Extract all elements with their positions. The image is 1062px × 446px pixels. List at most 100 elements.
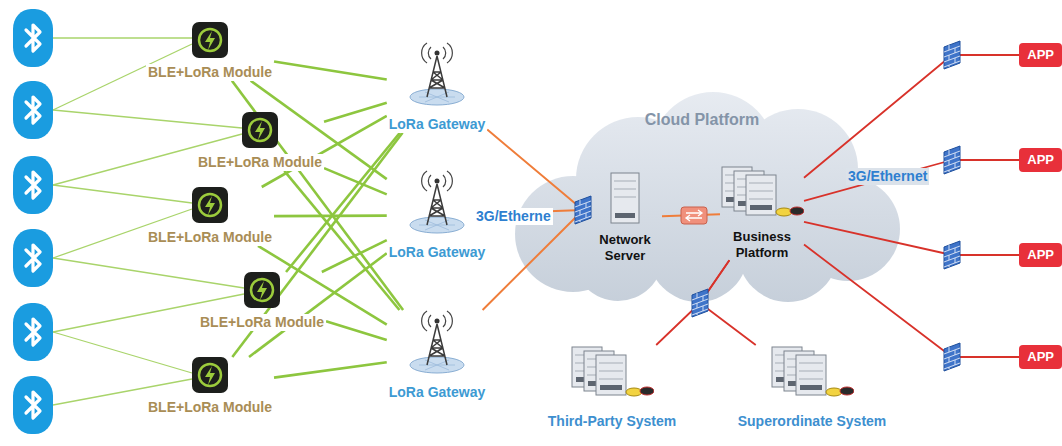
node-label: APP: [1027, 47, 1054, 63]
rack-unit: [611, 173, 639, 223]
system-box: Superordinate System: [736, 345, 889, 430]
switch-icon-part: [686, 210, 702, 221]
module-icon: [192, 22, 228, 58]
connector-line: [274, 62, 387, 80]
app-box: APP: [1019, 148, 1062, 172]
rack-unit-part: [750, 205, 772, 210]
bluetooth-icons-part: [13, 303, 53, 361]
app-box: APP: [1019, 345, 1062, 369]
module-icon-part: [255, 121, 265, 140]
node-label: LoRa Gateway: [387, 384, 487, 401]
link-label: 3G/Ethernet: [846, 168, 929, 185]
bluetooth-icons-part: [13, 229, 53, 287]
node-label: LoRa Gateway: [387, 244, 487, 261]
module-icon: [242, 112, 278, 148]
node-label: Business Platform: [725, 229, 799, 260]
rack-unit: [596, 355, 626, 395]
ble-wires-part: [53, 332, 192, 373]
module-icon-part: [205, 31, 215, 50]
gateway-icon: [407, 170, 467, 234]
module-icon-part: [205, 196, 215, 215]
gateway-icon-part: [422, 311, 453, 331]
system-box: Third-Party System: [546, 345, 678, 430]
app-box: APP: [1019, 243, 1062, 267]
node-label: APP: [1027, 152, 1054, 168]
module-icon-part: [242, 112, 278, 148]
rack-unit: [796, 355, 826, 395]
firewall-icons: [575, 41, 960, 371]
ble-wires: [53, 38, 244, 405]
rack-unit-part: [614, 189, 636, 190]
switch-icon-part: [681, 207, 707, 224]
bluetooth-icons-part: [13, 376, 53, 434]
node-label: BLE+LoRa Module: [196, 154, 324, 171]
rack-unit-part: [599, 371, 623, 372]
module-icon: [192, 187, 228, 223]
gateway-icon-part: [422, 171, 453, 191]
gateway-icon-part: [419, 360, 455, 370]
rack-unit-part: [599, 363, 623, 364]
connector-line: [284, 171, 399, 310]
rack-unit-part: [800, 385, 822, 390]
node-label: BLE+LoRa Module: [146, 399, 274, 416]
connector-line: [274, 362, 387, 377]
module-icon-part: [249, 119, 271, 141]
rack-unit-part: [799, 363, 823, 364]
node-label: Third-Party System: [546, 413, 678, 430]
node-label: Superordinate System: [736, 413, 889, 430]
gateway-icon-part: [419, 220, 455, 230]
gateway-icon: [407, 310, 467, 374]
connector-line: [324, 103, 387, 122]
gateway-icon-part: [427, 184, 447, 225]
gateway-icon: [407, 42, 467, 106]
node-label: Cloud Platform: [498, 110, 906, 129]
gateway-tower: LoRa Gateway: [387, 42, 487, 133]
firewall-icons-part: [944, 241, 960, 269]
module-icon-part: [251, 279, 273, 301]
bluetooth-icons-part: [13, 9, 53, 67]
gateway-icon-part: [410, 217, 464, 233]
gateway-icon-part: [410, 89, 464, 105]
ble-wires-part: [53, 185, 192, 203]
bluetooth-icons-part: [13, 81, 53, 139]
platform-icon-part: [776, 208, 792, 216]
server-box: Network Server: [588, 172, 662, 263]
connector-line: [232, 81, 403, 310]
rack-unit-part: [796, 355, 826, 395]
gateway-icon-part: [434, 319, 439, 324]
system-icon: [570, 345, 654, 401]
platform-box: Business Platform: [720, 165, 804, 260]
system-icon: [770, 345, 854, 401]
cloud-region: Network Server Business Platform Cloud Pla…: [498, 84, 906, 304]
firewall-icons-part: [944, 343, 960, 371]
gateway-tower: LoRa Gateway: [387, 310, 487, 401]
radio-module: BLE+LoRa Module: [196, 112, 324, 171]
rack-unit-part: [599, 379, 623, 380]
module-icon-part: [199, 364, 221, 386]
firewall-icons-part: [944, 146, 960, 174]
platform-icon-part: [790, 207, 804, 215]
gateway-icon-part: [419, 92, 455, 102]
link-label: 3G/Etherne: [474, 208, 553, 225]
cloud-puff: [573, 211, 663, 301]
module-icon-part: [192, 187, 228, 223]
rack-unit: [746, 175, 776, 215]
system-icon-part: [640, 387, 654, 395]
node-label: Network Server: [588, 232, 662, 263]
module-icon: [244, 272, 280, 308]
module-icon: [192, 357, 228, 393]
gateway-icon-part: [434, 51, 439, 56]
node-label: LoRa Gateway: [387, 116, 487, 133]
firewall-icons-part: [944, 41, 960, 69]
radio-module: BLE+LoRa Module: [198, 272, 326, 331]
node-label: BLE+LoRa Module: [146, 229, 274, 246]
gateway-icon-part: [427, 56, 447, 97]
node-label: BLE+LoRa Module: [146, 64, 274, 81]
gateway-icon-part: [410, 357, 464, 373]
system-icon-part: [840, 387, 854, 395]
rack-unit-part: [614, 197, 636, 198]
node-label: APP: [1027, 247, 1054, 263]
connector-line: [322, 240, 387, 272]
module-icon-part: [192, 357, 228, 393]
cloud-puff: [668, 134, 808, 274]
